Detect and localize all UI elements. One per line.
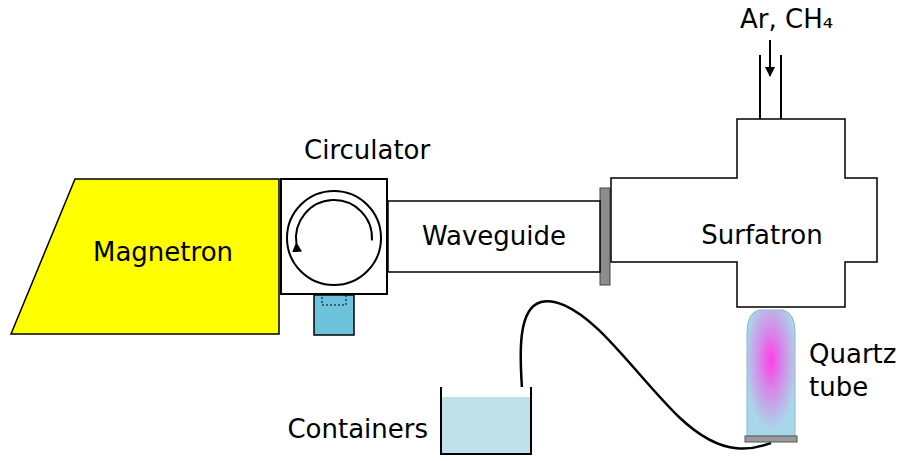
quartz-tube: Quartz tube: [745, 308, 797, 443]
gas-label: Ar, CH₄: [740, 4, 833, 34]
container-vessel-outline: [440, 387, 532, 455]
container-vessel: Containers: [440, 387, 532, 455]
flange: [600, 188, 610, 285]
waveguide-box: Waveguide: [388, 200, 600, 273]
node-label: Waveguide: [388, 220, 600, 253]
dummy-load: [314, 295, 354, 335]
circulator-box-outline: [280, 178, 388, 295]
gas-flow-arrow: [769, 40, 771, 76]
node-label: Quartz tube: [809, 338, 896, 403]
tubing: [521, 301, 771, 448]
quartz-tube-outline: [745, 308, 797, 443]
surfatron-box: Surfatron: [610, 118, 878, 308]
node-label: Circulator: [304, 134, 430, 167]
node-label: Containers: [287, 413, 428, 446]
magnetron-block: Magnetron: [10, 178, 280, 335]
node-label: Magnetron: [10, 236, 280, 269]
surfatron-box-outline: [610, 118, 878, 308]
node-label: Surfatron: [610, 219, 878, 252]
circulator-box: Circulator: [280, 178, 388, 295]
